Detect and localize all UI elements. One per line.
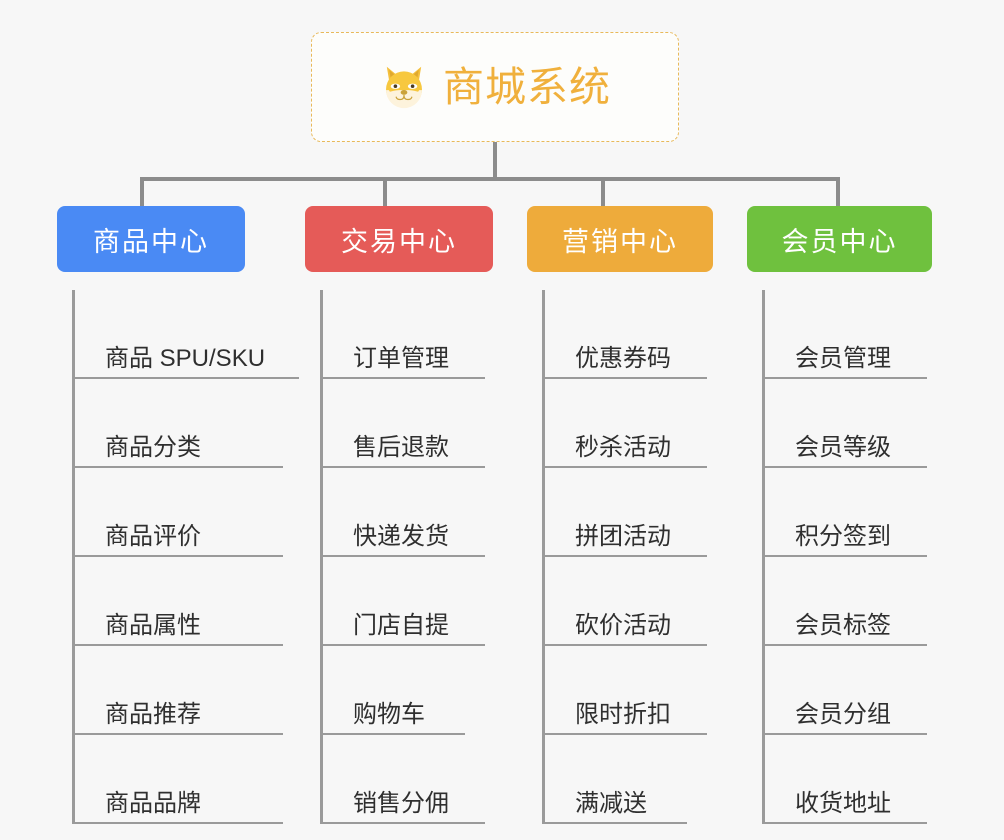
leaf-spine-1 <box>320 290 323 824</box>
category-label-0: 商品中心 <box>93 226 209 257</box>
leaf-list-2: 优惠券码 秒杀活动 拼团活动 砍价活动 限时折扣 满减送 <box>527 290 777 824</box>
leaf-spine-3 <box>762 290 765 824</box>
leaf-label: 商品评价 <box>105 522 201 550</box>
leaf-list-1: 订单管理 售后退款 快递发货 门店自提 购物车 销售分佣 <box>305 290 555 824</box>
list-item[interactable]: 订单管理 <box>321 290 485 379</box>
leaf-list-0: 商品 SPU/SKU 商品分类 商品评价 商品属性 商品推荐 商品品牌 <box>57 290 307 824</box>
leaf-label: 门店自提 <box>353 611 449 639</box>
list-item[interactable]: 砍价活动 <box>543 557 707 646</box>
leaf-label: 满减送 <box>575 789 647 817</box>
list-item[interactable]: 收货地址 <box>763 735 927 824</box>
list-item[interactable]: 商品品牌 <box>73 735 283 824</box>
leaf-label: 商品品牌 <box>105 789 201 817</box>
connector-drop-2 <box>601 177 605 206</box>
leaf-label: 商品 SPU/SKU <box>105 344 266 372</box>
list-item[interactable]: 商品评价 <box>73 468 283 557</box>
list-item[interactable]: 会员管理 <box>763 290 927 379</box>
category-label-3: 会员中心 <box>781 226 898 257</box>
connector-drop-1 <box>383 177 387 206</box>
list-item[interactable]: 商品属性 <box>73 557 283 646</box>
leaf-label: 会员等级 <box>795 433 891 461</box>
leaf-label: 会员管理 <box>795 344 891 372</box>
column-product-center: 商品中心 商品 SPU/SKU 商品分类 商品评价 商品属性 商品推荐 商品品牌 <box>57 206 307 824</box>
root-node-mall-system[interactable]: 商城系统 <box>311 32 679 142</box>
leaf-label: 会员标签 <box>795 611 891 639</box>
category-box-0[interactable]: 商品中心 <box>57 206 245 272</box>
category-box-1[interactable]: 交易中心 <box>305 206 493 272</box>
list-item[interactable]: 满减送 <box>543 735 687 824</box>
list-item[interactable]: 秒杀活动 <box>543 379 707 468</box>
leaf-label: 秒杀活动 <box>575 433 671 461</box>
leaf-spine-2 <box>542 290 545 824</box>
list-item[interactable]: 积分签到 <box>763 468 927 557</box>
leaf-label: 砍价活动 <box>575 611 671 639</box>
category-label-2: 营销中心 <box>562 226 678 257</box>
list-item[interactable]: 门店自提 <box>321 557 485 646</box>
connector-root-stub <box>493 142 497 177</box>
leaf-label: 售后退款 <box>353 433 449 461</box>
leaf-label: 购物车 <box>353 700 425 728</box>
category-box-2[interactable]: 营销中心 <box>527 206 713 272</box>
leaf-label: 收货地址 <box>795 789 891 817</box>
leaf-label: 商品属性 <box>105 611 201 639</box>
leaf-label: 拼团活动 <box>575 522 671 550</box>
list-item[interactable]: 会员等级 <box>763 379 927 468</box>
leaf-label: 优惠券码 <box>575 344 671 372</box>
leaf-label: 商品推荐 <box>105 700 201 728</box>
root-title: 商城系统 <box>443 63 611 110</box>
connector-drop-0 <box>140 177 144 206</box>
leaf-spine-0 <box>72 290 75 824</box>
category-label-1: 交易中心 <box>341 226 457 257</box>
column-trade-center: 交易中心 订单管理 售后退款 快递发货 门店自提 购物车 销售分佣 <box>305 206 555 824</box>
connector-horizontal-bus <box>140 177 840 181</box>
list-item[interactable]: 限时折扣 <box>543 646 707 735</box>
list-item[interactable]: 商品 SPU/SKU <box>73 290 299 379</box>
leaf-label: 积分签到 <box>795 522 891 550</box>
list-item[interactable]: 快递发货 <box>321 468 485 557</box>
connector-drop-3 <box>836 177 840 206</box>
leaf-label: 订单管理 <box>353 344 449 372</box>
list-item[interactable]: 售后退款 <box>321 379 485 468</box>
leaf-label: 快递发货 <box>353 522 449 550</box>
column-member-center: 会员中心 会员管理 会员等级 积分签到 会员标签 会员分组 收货地址 <box>747 206 997 824</box>
list-item[interactable]: 拼团活动 <box>543 468 707 557</box>
column-marketing-center: 营销中心 优惠券码 秒杀活动 拼团活动 砍价活动 限时折扣 满减送 <box>527 206 777 824</box>
list-item[interactable]: 购物车 <box>321 646 465 735</box>
list-item[interactable]: 会员标签 <box>763 557 927 646</box>
list-item[interactable]: 销售分佣 <box>321 735 485 824</box>
leaf-label: 商品分类 <box>105 433 201 461</box>
list-item[interactable]: 优惠券码 <box>543 290 707 379</box>
leaf-label: 销售分佣 <box>353 789 449 817</box>
list-item[interactable]: 商品推荐 <box>73 646 283 735</box>
leaf-label: 会员分组 <box>795 700 891 728</box>
shiba-dog-emoji <box>379 62 429 112</box>
category-box-3[interactable]: 会员中心 <box>747 206 932 272</box>
leaf-list-3: 会员管理 会员等级 积分签到 会员标签 会员分组 收货地址 <box>747 290 997 824</box>
list-item[interactable]: 商品分类 <box>73 379 283 468</box>
leaf-label: 限时折扣 <box>575 700 671 728</box>
list-item[interactable]: 会员分组 <box>763 646 927 735</box>
